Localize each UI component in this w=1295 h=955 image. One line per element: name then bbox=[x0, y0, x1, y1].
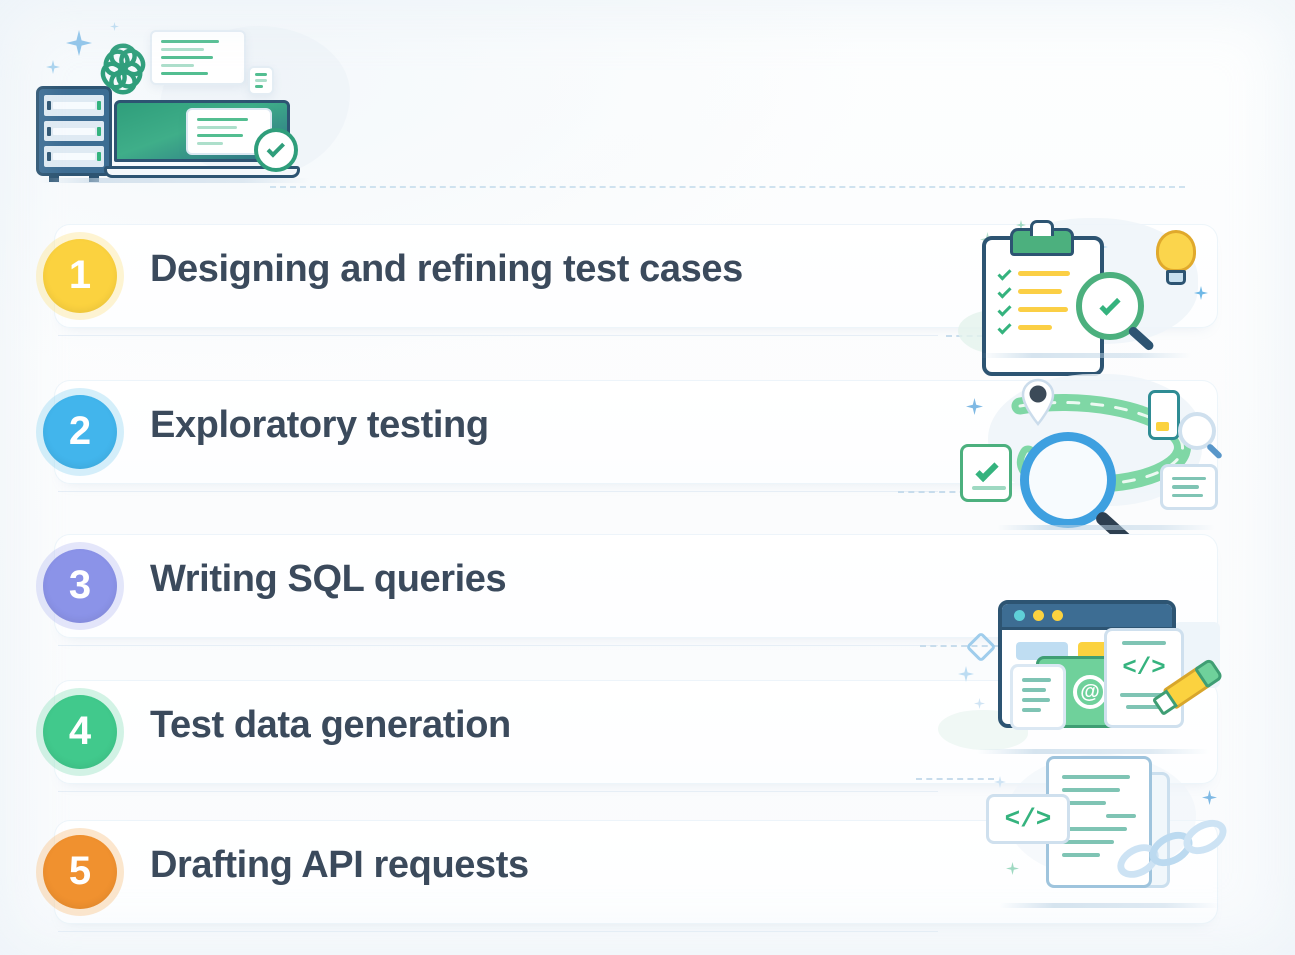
laptop-base bbox=[104, 166, 300, 178]
list-item-number: 3 bbox=[68, 563, 92, 607]
list-item-label: Designing and refining test cases bbox=[150, 248, 743, 290]
sparkle-icon bbox=[110, 22, 119, 31]
list-item-divider bbox=[58, 931, 938, 932]
list-item-label: Writing SQL queries bbox=[150, 558, 507, 600]
server-unit bbox=[44, 120, 104, 142]
sparkle-icon bbox=[46, 60, 60, 74]
checkmark-badge-icon bbox=[254, 128, 298, 172]
badge-core bbox=[43, 395, 117, 469]
list-item-number: 1 bbox=[68, 253, 92, 297]
list-item-label: Drafting API requests bbox=[150, 844, 529, 886]
code-document-card bbox=[150, 30, 246, 85]
badge-core bbox=[43, 695, 117, 769]
list-item-divider bbox=[58, 645, 938, 646]
server-unit bbox=[44, 95, 104, 116]
list-item-number: 4 bbox=[68, 709, 92, 753]
header-dashed-divider bbox=[270, 186, 1185, 188]
list-item-dashed-divider bbox=[1136, 672, 1214, 674]
list-item[interactable]: 2 Exploratory testing bbox=[36, 366, 1224, 548]
list-item-dashed-divider bbox=[920, 644, 998, 647]
list-item-label: Test data generation bbox=[150, 704, 511, 746]
header-ground-shadow bbox=[40, 178, 310, 183]
list-item-number-badge: 3 bbox=[36, 542, 124, 630]
list-item-number: 5 bbox=[68, 849, 92, 893]
header-illustration bbox=[18, 8, 358, 193]
sparkle-icon bbox=[66, 30, 92, 56]
list-item-divider bbox=[58, 791, 938, 792]
list-item-dashed-divider bbox=[916, 778, 994, 780]
list-item[interactable]: 5 Drafting API requests </> bbox=[36, 754, 1233, 938]
list-item[interactable]: 3 Writing SQL queries bbox=[36, 520, 1218, 652]
list-item-dashed-divider bbox=[898, 490, 976, 493]
badge-core bbox=[43, 239, 117, 313]
list-item[interactable]: 1 Designing and refining test cases bbox=[36, 210, 1218, 376]
list-item-number-badge: 5 bbox=[36, 828, 124, 916]
mini-document-card bbox=[248, 66, 274, 95]
openai-flower-icon bbox=[92, 38, 154, 100]
list-item-number-badge: 1 bbox=[36, 232, 124, 320]
list-item-divider bbox=[58, 491, 938, 492]
list-item-divider bbox=[58, 335, 938, 336]
server-rack-icon bbox=[36, 86, 112, 182]
check-icon bbox=[266, 138, 285, 158]
list-item-number-badge: 2 bbox=[36, 388, 124, 476]
badge-core bbox=[43, 835, 117, 909]
server-unit bbox=[44, 146, 104, 168]
list-item-dashed-divider bbox=[946, 334, 1024, 337]
list-item[interactable]: 4 Test data generation bbox=[36, 600, 1224, 798]
list-item-label: Exploratory testing bbox=[150, 404, 489, 446]
list-item-number-badge: 4 bbox=[36, 688, 124, 776]
badge-core bbox=[43, 549, 117, 623]
list-item-number: 2 bbox=[68, 409, 92, 453]
code-glyph: </> bbox=[1122, 655, 1166, 682]
